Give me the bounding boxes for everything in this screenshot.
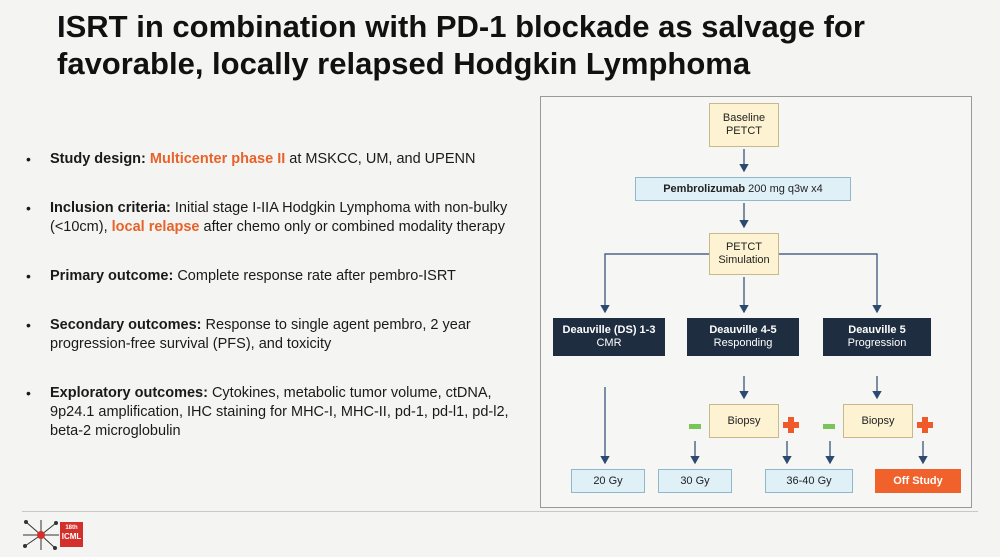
bullet-label: Primary outcome: — [50, 268, 174, 284]
minus-icon — [689, 424, 701, 429]
baseline-petct-box: Baseline PETCT — [709, 103, 779, 147]
bullet-inclusion-criteria: Inclusion criteria: Initial stage I-IIA … — [22, 199, 527, 237]
box-line: Deauville (DS) 1-3 — [562, 324, 656, 336]
box-line: CMR — [596, 337, 622, 349]
box-line: PETCT — [725, 241, 763, 253]
drug-dose: 200 mg q3w x4 — [745, 182, 823, 195]
icml-badge: 18th ICML — [60, 522, 83, 547]
arrow — [779, 253, 882, 314]
bullet-label: Inclusion criteria: — [50, 200, 171, 216]
icml-logo: 18th ICML — [22, 518, 92, 552]
logo-name: ICML — [61, 532, 82, 541]
box-line: Deauville 4-5 — [709, 324, 777, 336]
bullet-highlight: local relapse — [111, 219, 200, 235]
network-mark-icon — [23, 520, 59, 550]
drug-name: Pembrolizumab — [663, 182, 746, 195]
bullet-label: Study design: — [50, 151, 146, 167]
minus-icon — [823, 424, 835, 429]
pembrolizumab-box: Pembrolizumab 200 mg q3w x4 — [635, 177, 851, 201]
dose-30-gy-box: 30 Gy — [658, 469, 732, 493]
box-line: Progression — [847, 337, 907, 349]
bullet-text: Cytokines, metabolic tumor volume, ctDNA… — [50, 385, 509, 439]
bullet-exploratory-outcomes: Exploratory outcomes: Cytokines, metabol… — [22, 384, 527, 441]
petct-simulation-box: PETCT Simulation — [709, 233, 779, 275]
biopsy-box-progression: Biopsy — [843, 404, 913, 438]
study-flowchart: Baseline PETCT Pembrolizumab 200 mg q3w … — [540, 96, 972, 508]
bullet-study-design: Study design: Multicenter phase II at MS… — [22, 150, 527, 169]
deauville-responding-box: Deauville 4-5 Responding — [687, 318, 799, 356]
bullet-text: after chemo only or combined modality th… — [199, 219, 505, 235]
box-line: Baseline — [722, 112, 766, 124]
box-line: PETCT — [725, 125, 763, 137]
bullet-text: Initial stage I-IIA Hodgkin Lymphoma wit… — [50, 200, 508, 235]
footer-divider — [22, 511, 978, 512]
deauville-cmr-box: Deauville (DS) 1-3 CMR — [553, 318, 665, 356]
arrow — [600, 253, 709, 314]
flowchart-connectors — [600, 149, 928, 465]
bullet-list: Study design: Multicenter phase II at MS… — [22, 150, 527, 463]
bullet-highlight: Multicenter phase II — [149, 151, 286, 167]
deauville-progression-box: Deauville 5 Progression — [823, 318, 931, 356]
bullet-primary-outcome: Primary outcome: Complete response rate … — [22, 267, 527, 286]
off-study-box: Off Study — [875, 469, 961, 493]
dose-36-40-gy-box: 36-40 Gy — [765, 469, 853, 493]
plus-icon — [917, 417, 933, 433]
bullet-text: Response to single agent pembro, 2 year … — [50, 317, 471, 352]
bullet-text: Complete response rate after pembro-ISRT — [177, 268, 456, 284]
slide-title: ISRT in combination with PD-1 blockade a… — [57, 9, 865, 81]
logo-edition: 18th — [65, 525, 78, 531]
dose-20-gy-box: 20 Gy — [571, 469, 645, 493]
box-line: Simulation — [718, 254, 770, 266]
box-line: Responding — [713, 337, 773, 349]
bullet-label: Exploratory outcomes: — [50, 385, 208, 401]
bullet-label: Secondary outcomes: — [50, 317, 202, 333]
plus-icon — [783, 417, 799, 433]
biopsy-box-responding: Biopsy — [709, 404, 779, 438]
bullet-secondary-outcomes: Secondary outcomes: Response to single a… — [22, 316, 527, 354]
bullet-text: at MSKCC, UM, and UPENN — [285, 151, 476, 167]
box-line: Deauville 5 — [848, 324, 906, 336]
